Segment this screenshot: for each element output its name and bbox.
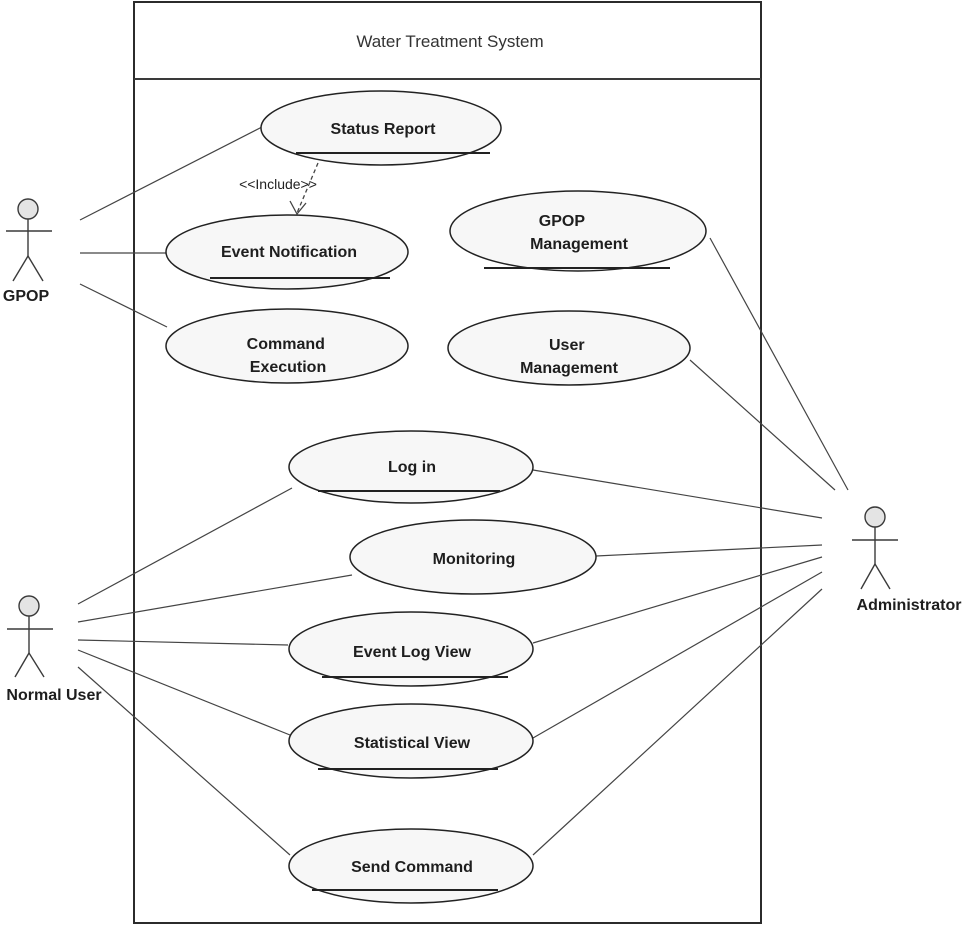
use-case-label-line: Event Log View xyxy=(353,644,472,661)
use-case-label-line: Command xyxy=(247,336,325,353)
assoc-gpop-command-execution xyxy=(79,283,168,328)
use-case-command-execution[interactable]: Command Execution xyxy=(165,308,409,384)
actor-leg-left xyxy=(14,652,30,678)
actor-leg-right xyxy=(874,563,891,590)
include-arrow-line xyxy=(296,162,319,214)
use-case-user-management[interactable]: User Management xyxy=(447,310,691,386)
use-case-label-line: Execution xyxy=(250,359,326,376)
actor-label: Normal User xyxy=(6,687,101,704)
use-case-label: Statistical View xyxy=(354,735,471,752)
stick-figure-icon xyxy=(7,595,53,678)
use-case-label-line: User xyxy=(549,337,585,354)
use-case-label-line: Status Report xyxy=(331,121,437,138)
use-case-label-line: Log in xyxy=(388,459,436,476)
use-case-ellipse xyxy=(260,90,502,166)
use-case-label: Send Command xyxy=(351,859,473,876)
actor-leg-left xyxy=(12,255,29,282)
include-arrow-head xyxy=(289,200,307,216)
use-case-monitoring[interactable]: Monitoring xyxy=(349,519,597,595)
use-case-gpop-management[interactable]: GPOP Management xyxy=(449,190,707,272)
assoc-admin-event-log-view xyxy=(532,556,823,644)
use-case-ellipse xyxy=(288,703,534,779)
use-case-ellipse xyxy=(165,214,409,290)
assoc-normal-user-event-log-view xyxy=(77,639,289,646)
use-case-label-line: Management xyxy=(520,360,618,377)
actor-administrator[interactable]: Administrator xyxy=(852,506,962,614)
assoc-gpop-status-report xyxy=(79,126,263,221)
actor-label: GPOP xyxy=(3,288,50,305)
use-case-label-line: Statistical View xyxy=(354,735,471,752)
assoc-admin-log-in xyxy=(532,469,823,519)
use-case-label: Command Execution xyxy=(247,336,330,376)
use-case-ellipse xyxy=(449,190,707,272)
use-case-label-line: Management xyxy=(530,236,628,253)
actor-head xyxy=(17,198,39,220)
assoc-admin-user-management xyxy=(689,359,836,491)
use-case-status-report[interactable]: Status Report xyxy=(260,90,502,166)
use-case-ellipse xyxy=(447,310,691,386)
assoc-admin-gpop-management xyxy=(709,237,849,491)
use-case-send-command[interactable]: Send Command xyxy=(288,828,534,904)
assoc-normal-user-monitoring xyxy=(77,574,353,623)
assoc-admin-send-command xyxy=(532,588,823,856)
assoc-normal-user-send-command xyxy=(77,666,291,856)
actor-head xyxy=(864,506,886,528)
assoc-admin-statistical-view xyxy=(532,571,823,739)
use-case-label: Event Notification xyxy=(221,244,357,261)
use-case-log-in[interactable]: Log in xyxy=(288,430,534,504)
use-case-label-line: Send Command xyxy=(351,859,473,876)
use-case-label-line: GPOP xyxy=(539,213,586,230)
use-case-label: Event Log View xyxy=(353,644,472,661)
assoc-normal-user-statistical-view xyxy=(77,649,291,736)
stick-figure-icon xyxy=(6,198,52,282)
use-case-statistical-view[interactable]: Statistical View xyxy=(288,703,534,779)
actor-head xyxy=(18,595,40,617)
use-case-label: GPOP Management xyxy=(530,213,628,253)
use-case-label-line: Monitoring xyxy=(433,551,516,568)
use-case-ellipse xyxy=(349,519,597,595)
use-case-label: User Management xyxy=(520,337,618,377)
assoc-admin-monitoring xyxy=(595,544,823,557)
actor-leg-right xyxy=(27,255,44,282)
actor-normal-user[interactable]: Normal User xyxy=(6,595,102,704)
use-case-ellipse xyxy=(288,828,534,904)
include-relationship: <<Include>> xyxy=(239,162,319,216)
use-case-label: Status Report xyxy=(331,121,437,138)
system-title: Water Treatment System xyxy=(356,32,543,51)
use-case-event-log-view[interactable]: Event Log View xyxy=(288,611,534,687)
use-case-event-notification[interactable]: Event Notification xyxy=(165,214,409,290)
use-case-label-line: Event Notification xyxy=(221,244,357,261)
actor-leg-left xyxy=(860,563,876,590)
include-label: <<Include>> xyxy=(239,176,317,192)
use-case-ellipse xyxy=(288,611,534,687)
use-case-label: Monitoring xyxy=(433,551,516,568)
assoc-normal-user-log-in xyxy=(77,487,293,605)
stick-figure-icon xyxy=(852,506,898,590)
associations xyxy=(77,126,849,856)
actor-label: Administrator xyxy=(857,597,962,614)
use-case-ellipse xyxy=(288,430,534,504)
actor-leg-right xyxy=(28,652,45,678)
use-case-ellipse xyxy=(165,308,409,384)
use-case-label: Log in xyxy=(388,459,436,476)
actor-gpop[interactable]: GPOP xyxy=(3,198,52,305)
